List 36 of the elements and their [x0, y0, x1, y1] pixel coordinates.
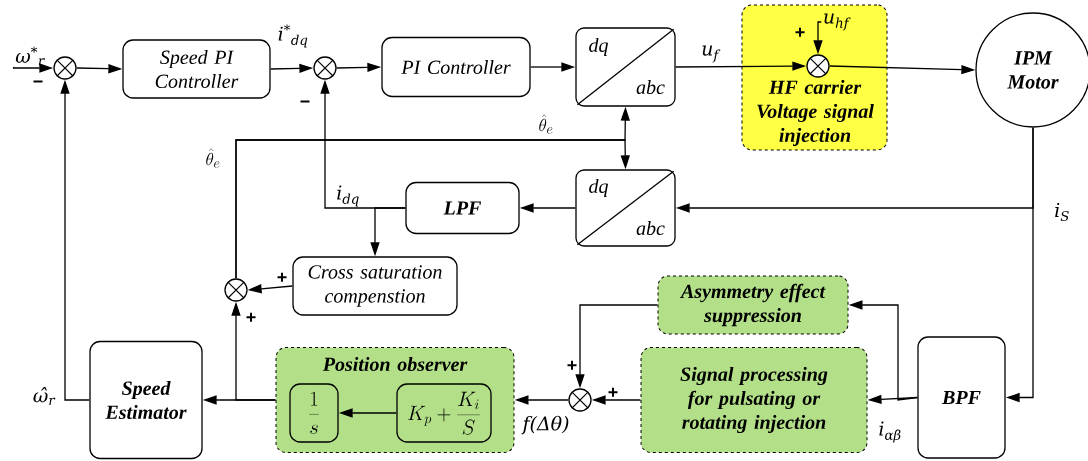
signal-label: $\hat{\theta}_e$ [539, 114, 553, 134]
block-box: $\frac{1}{s}$ [289, 383, 339, 443]
signal-label: ω̂$_{r}$ [33, 387, 56, 405]
block-box: Speed Estimator [89, 340, 203, 460]
sign-label: + [795, 27, 805, 37]
block-box: Speed PI Controller [122, 39, 271, 99]
process-box: Asymmetry effect suppression [657, 275, 849, 335]
block-box: $K_p+\frac{K_i}{S}$ [396, 383, 492, 443]
sign-label: + [608, 387, 618, 397]
summing-junction [53, 56, 77, 80]
block-box: LPF [405, 181, 520, 235]
signal-label: $\hat{\theta}_e$ [206, 148, 220, 168]
sign-label: + [567, 360, 577, 370]
signal-label: i$^{*}$dq [278, 24, 308, 48]
sign-label: + [246, 312, 256, 322]
sign-label: − [300, 100, 310, 103]
summing-junction [806, 54, 830, 78]
summing-junction [313, 56, 337, 80]
transform-box: dq abc [575, 27, 676, 107]
signal-label: i$_{αβ}$ [879, 421, 901, 443]
transform-box: dq abc [575, 169, 676, 247]
signal-label: u$_{f}$ [702, 45, 721, 63]
arrow [235, 139, 630, 279]
sign-label: + [277, 272, 287, 282]
signal-label: ω$^{*}$r [15, 46, 45, 66]
block-box: BPF [917, 336, 1006, 459]
block-box: PI Controller [381, 36, 531, 98]
signal-label: f(Δθ) [521, 415, 569, 435]
summing-junction [568, 388, 592, 412]
sign-label: − [33, 80, 43, 83]
block-box: Cross saturation compenstion [292, 256, 458, 316]
signal-label: i$_{dq}$ [337, 185, 359, 207]
signal-label: i$_{S}$ [1055, 202, 1069, 222]
summing-junction [224, 278, 248, 302]
process-box: Signal processing for pulsating or rotating injection [640, 347, 868, 453]
signal-label: u$_{hf}$ [824, 13, 851, 31]
